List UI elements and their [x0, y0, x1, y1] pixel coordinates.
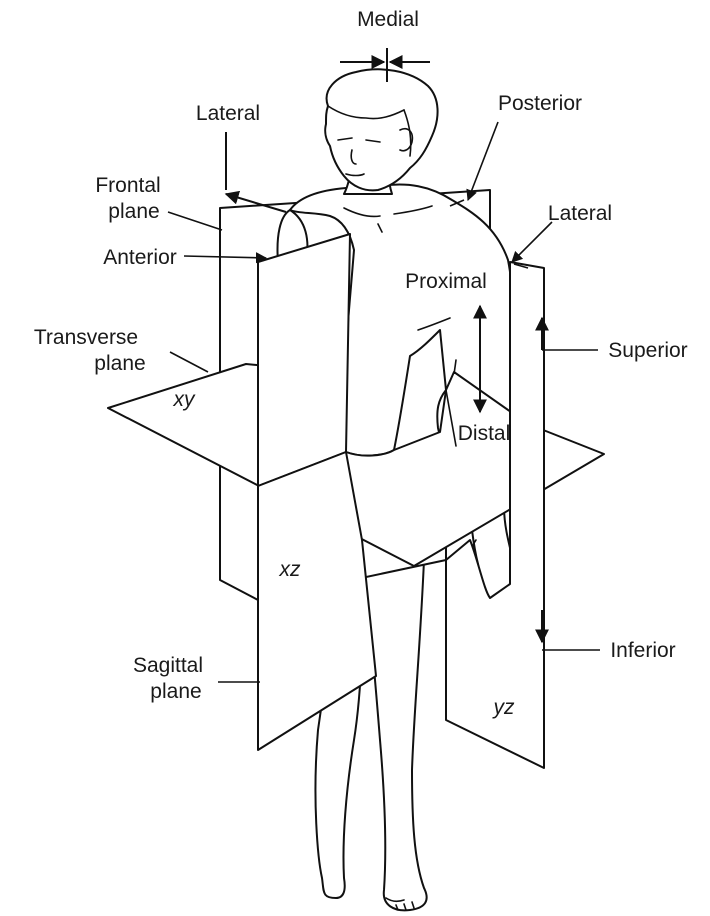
posterior-label: Posterior	[498, 92, 582, 115]
superior-label: Superior	[608, 339, 687, 362]
lateral-right-label: Lateral	[548, 202, 612, 225]
yz-label: yz	[492, 696, 516, 719]
transverse-plane-label-line2: plane	[94, 352, 145, 375]
sagittal-plane-label-line2: plane	[150, 680, 201, 703]
xy-label: xy	[173, 388, 197, 411]
medial-label: Medial	[357, 8, 419, 31]
anterior-label: Anterior	[103, 246, 177, 269]
inferior-label: Inferior	[610, 639, 675, 662]
transverse-plane-label-line1: Transverse	[34, 326, 138, 349]
lateral-left-label: Lateral	[196, 102, 260, 125]
distal-label: Distal	[458, 422, 511, 445]
xz-label: xz	[279, 558, 302, 581]
proximal-label: Proximal	[405, 270, 487, 293]
sagittal-plane-label-line1: Sagittal	[133, 654, 203, 677]
frontal-plane-label-line1: Frontal	[95, 174, 160, 197]
frontal-plane-label-line2: plane	[108, 200, 159, 223]
